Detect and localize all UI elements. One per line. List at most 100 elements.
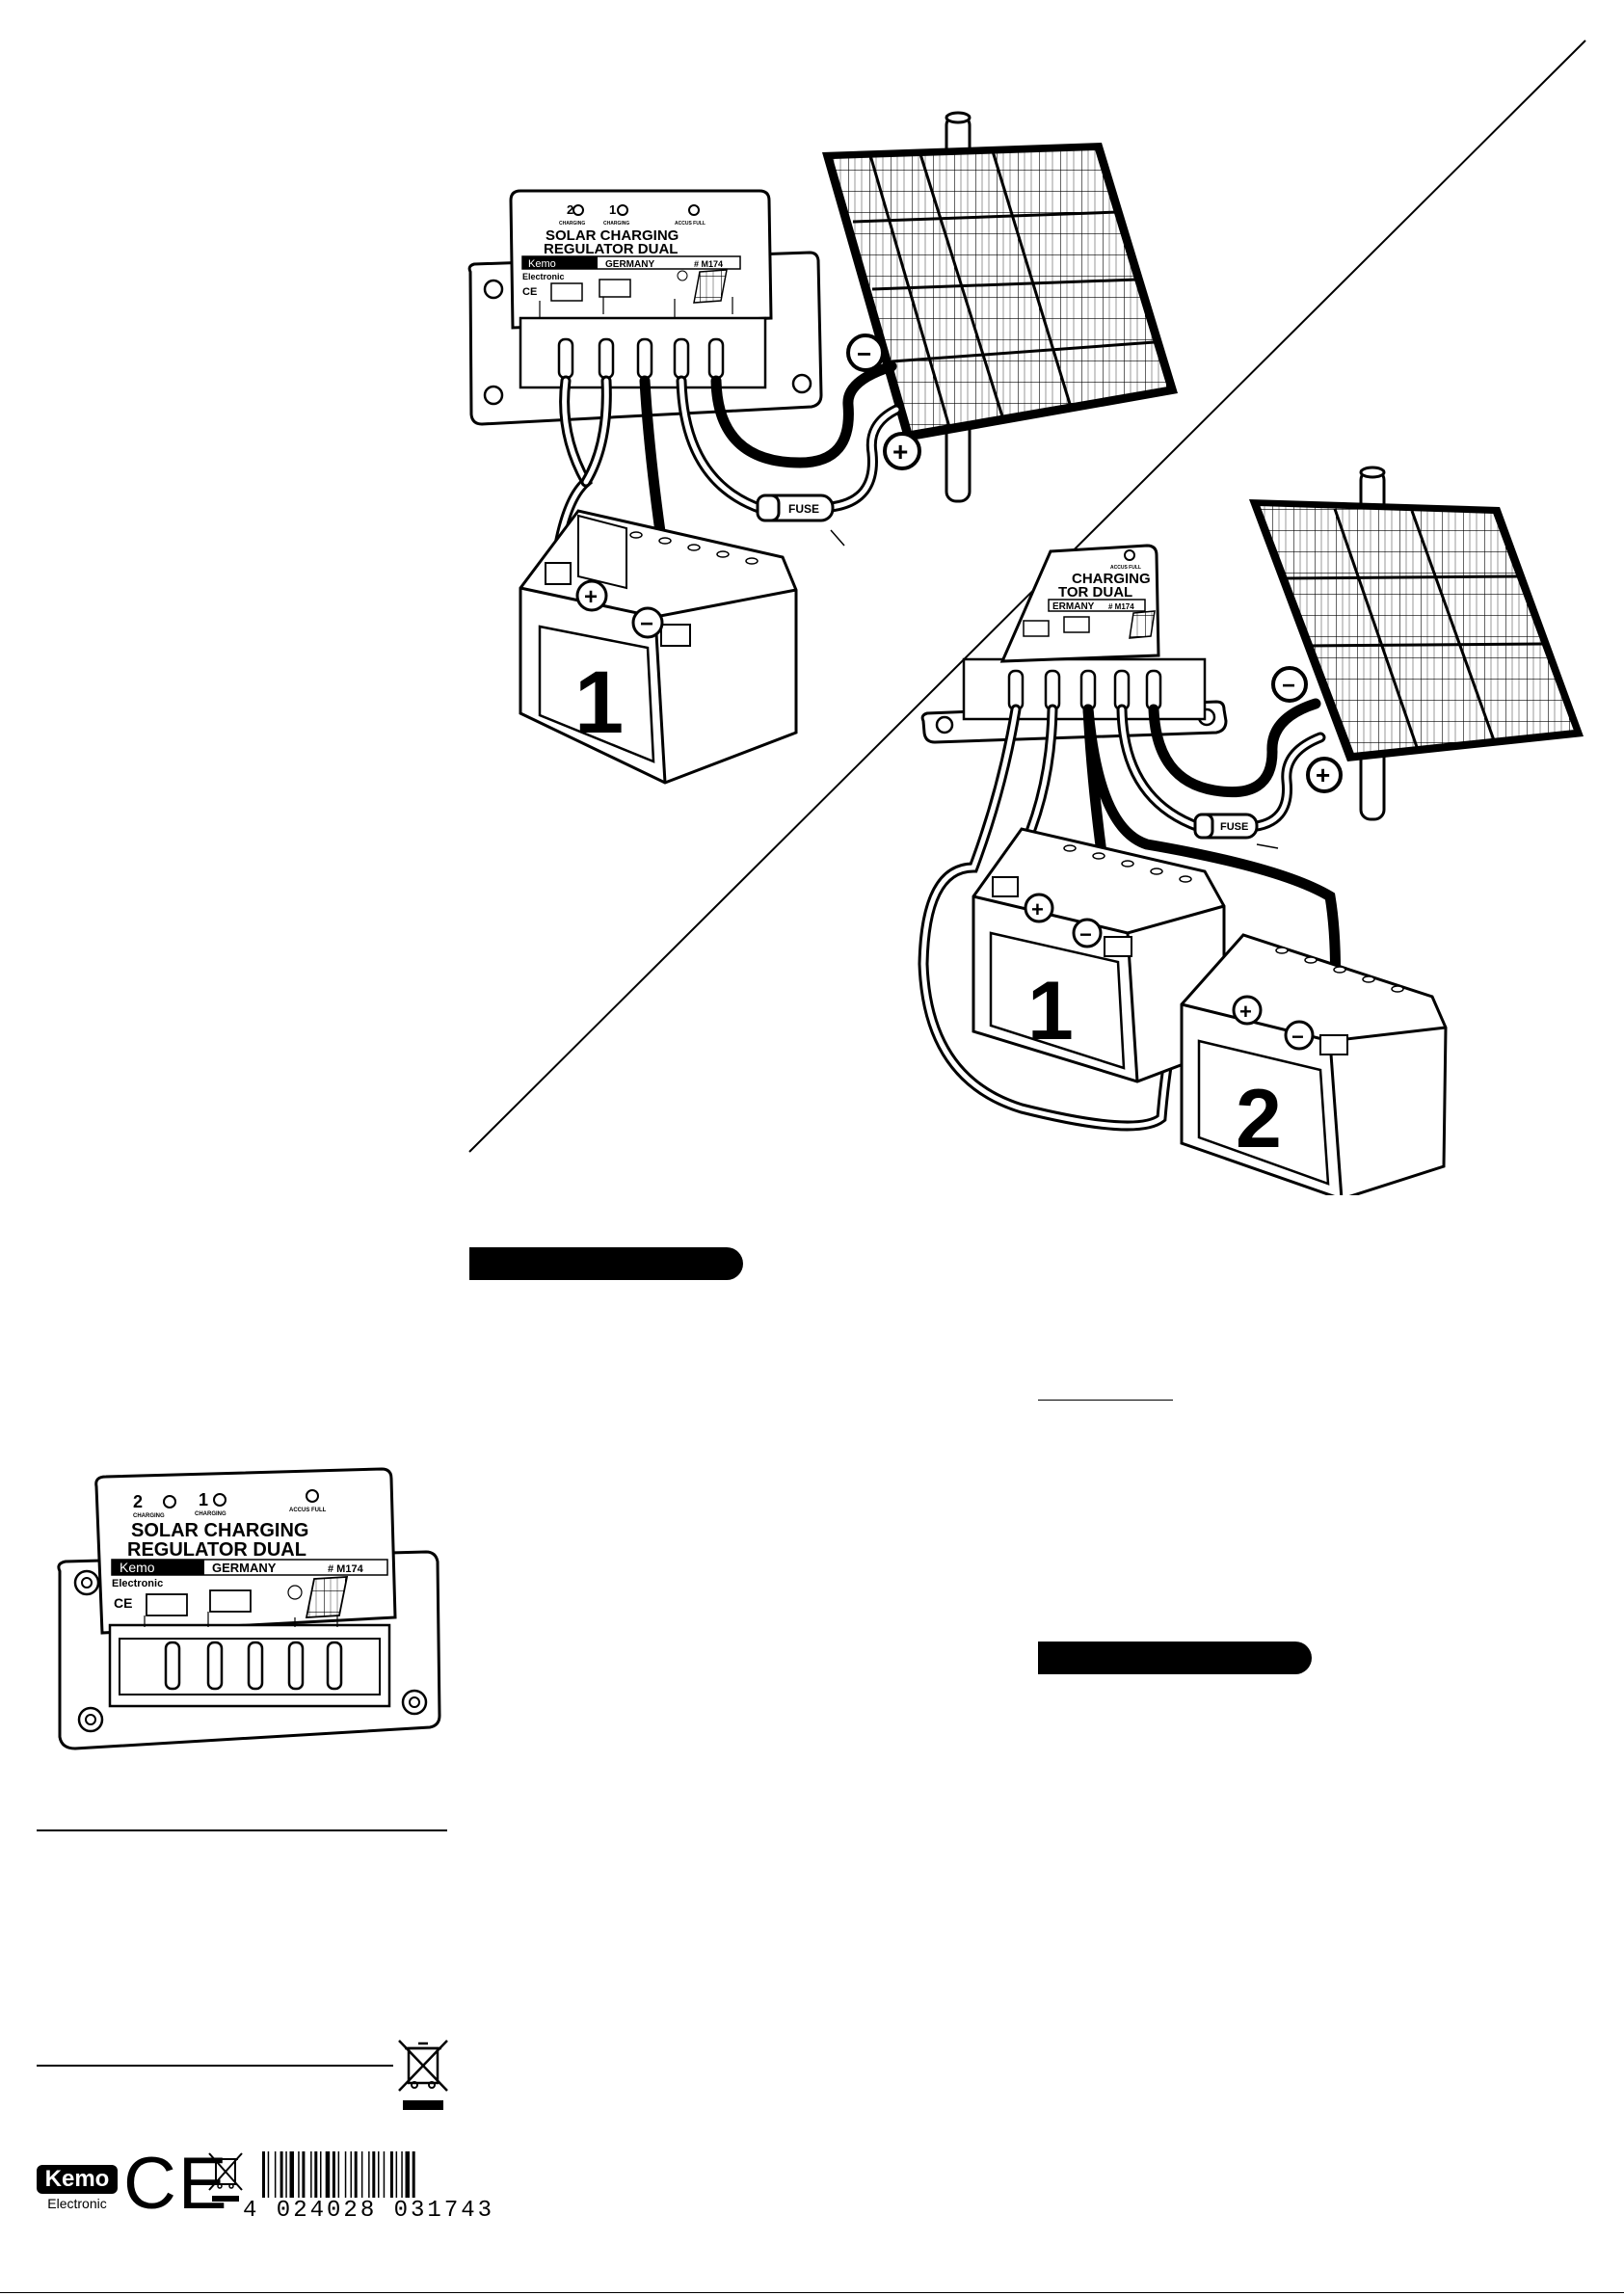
module-title-line1: SOLAR CHARGING bbox=[546, 227, 679, 244]
barcode-bar bbox=[389, 2151, 393, 2198]
barcode-bar bbox=[332, 2151, 335, 2198]
battery-1-minus-sign: − bbox=[1079, 922, 1092, 947]
battery-1-upper: + − 1 bbox=[519, 509, 798, 785]
panel-polarity-lower: − + bbox=[1271, 666, 1343, 793]
barcode-bar bbox=[285, 2151, 287, 2198]
battery-icon bbox=[550, 279, 631, 302]
battery-1-number: 1 bbox=[1027, 965, 1074, 1057]
barcode-bar bbox=[262, 2151, 265, 2198]
battery-2-plus-sign: + bbox=[1239, 1000, 1252, 1024]
battery-2-minus-sign: − bbox=[1291, 1025, 1304, 1049]
product-led-2-number: 2 bbox=[133, 1492, 143, 1511]
product-brand: Kemo bbox=[120, 1560, 155, 1575]
battery-number: 1 bbox=[574, 654, 624, 752]
barcode-bar bbox=[412, 2151, 415, 2198]
divider-line-1 bbox=[37, 1829, 447, 1831]
barcode-bar bbox=[383, 2151, 386, 2198]
battery-1-lower: + − 1 bbox=[972, 827, 1226, 1083]
barcode-bar bbox=[372, 2151, 376, 2198]
charge-regulator-lower: ACCUS FULL CHARGING TOR DUAL ERMANY # M1… bbox=[920, 544, 1228, 744]
heading-bar-left bbox=[469, 1247, 743, 1280]
module-brand: Kemo bbox=[528, 258, 556, 270]
battery-1-plus-sign: + bbox=[1031, 897, 1044, 921]
fuse-icon: FUSE bbox=[756, 494, 845, 547]
led-1-number: 1 bbox=[609, 202, 616, 217]
lower-fuse-label: FUSE bbox=[1220, 821, 1248, 833]
product-led-full-caption: ACCUS FULL bbox=[289, 1508, 327, 1513]
wiring-upper bbox=[549, 360, 902, 632]
page-bottom-edge bbox=[0, 2292, 1624, 2293]
lower-led-full-caption: ACCUS FULL bbox=[1110, 565, 1141, 571]
panel-minus-sign: − bbox=[857, 339, 871, 368]
product-title-line1: SOLAR CHARGING bbox=[131, 1520, 308, 1541]
product-led-2-caption: CHARGING bbox=[133, 1513, 165, 1519]
battery-plus-sign: + bbox=[584, 584, 598, 610]
solar-panel-lower bbox=[1249, 466, 1584, 821]
barcode-number: 4 024028 031743 bbox=[243, 2198, 495, 2224]
barcode-bar bbox=[350, 2151, 352, 2198]
solar-panel-upper bbox=[822, 111, 1178, 503]
module-origin: GERMANY bbox=[605, 259, 654, 270]
barcode-icon bbox=[262, 2151, 415, 2198]
barcode-bar bbox=[337, 2151, 340, 2198]
diagonal-divider bbox=[468, 40, 1586, 1153]
heading-bar-right bbox=[1038, 1642, 1312, 1674]
footer-brand-sub: Electronic bbox=[47, 2196, 107, 2211]
underline-right bbox=[1038, 1400, 1173, 1401]
led-full-caption: ACCUS FULL bbox=[675, 221, 706, 227]
barcode-bar bbox=[298, 2151, 300, 2198]
lower-panel-minus-sign: − bbox=[1282, 673, 1295, 699]
barcode-bar bbox=[289, 2151, 294, 2198]
barcode-bar bbox=[274, 2151, 277, 2198]
led-1-caption: CHARGING bbox=[603, 221, 629, 227]
barcode-bar bbox=[378, 2151, 380, 2198]
product-origin: GERMANY bbox=[212, 1561, 277, 1575]
product-brand-sub: Electronic bbox=[112, 1578, 163, 1589]
battery-minus-sign: − bbox=[640, 611, 653, 637]
footer-brand: Kemo bbox=[37, 2165, 118, 2194]
lower-module-model: # M174 bbox=[1108, 602, 1134, 611]
panel-plus-sign: + bbox=[892, 437, 908, 467]
barcode-bar bbox=[354, 2151, 358, 2198]
weee-bin-icon-small bbox=[208, 2152, 243, 2202]
module-model: # M174 bbox=[694, 259, 723, 269]
lower-module-origin: ERMANY bbox=[1052, 601, 1095, 612]
led-2-caption: CHARGING bbox=[559, 221, 585, 227]
barcode-bar bbox=[320, 2151, 322, 2198]
lower-module-title-line1: CHARGING bbox=[1072, 571, 1151, 587]
barcode-bar bbox=[302, 2151, 306, 2198]
battery-2-number: 2 bbox=[1236, 1073, 1282, 1165]
panel-polarity-upper: − + bbox=[846, 334, 921, 470]
product-image: 2 CHARGING 1 CHARGING ACCUS FULL SOLAR C… bbox=[57, 1467, 441, 1750]
barcode-bar bbox=[405, 2151, 410, 2198]
product-title-line2: REGULATOR DUAL bbox=[127, 1539, 306, 1561]
product-led-1-number: 1 bbox=[199, 1490, 208, 1509]
led-2-number: 2 bbox=[567, 202, 573, 217]
barcode-bar bbox=[395, 2151, 398, 2198]
barcode-bar bbox=[310, 2151, 312, 2198]
barcode-bar bbox=[267, 2151, 270, 2198]
wiring-diagram: 2 CHARGING 1 CHARGING ACCUS FULL SOLAR C… bbox=[467, 40, 1586, 1195]
module-title-line2: REGULATOR DUAL bbox=[544, 241, 678, 257]
module-brand-sub: Electronic bbox=[522, 272, 565, 281]
product-ce-mark: CE bbox=[114, 1595, 132, 1611]
product-led-1-caption: CHARGING bbox=[195, 1511, 226, 1517]
solar-panel-icon bbox=[677, 269, 728, 304]
barcode-bar bbox=[325, 2151, 331, 2198]
barcode-bar bbox=[314, 2151, 318, 2198]
footer-ce-mark: CE bbox=[123, 2143, 229, 2225]
module-ce-mark: CE bbox=[522, 286, 537, 298]
barcode-bar bbox=[368, 2151, 370, 2198]
fuse-label: FUSE bbox=[788, 502, 819, 516]
barcode-bar bbox=[344, 2151, 347, 2198]
barcode-bar bbox=[280, 2151, 283, 2198]
weee-bin-icon bbox=[398, 2040, 448, 2110]
barcode-bar bbox=[360, 2151, 363, 2198]
lower-panel-plus-sign: + bbox=[1316, 761, 1330, 789]
footer-brand-logo: Kemo Electronic bbox=[37, 2165, 120, 2215]
ce-mark-icon: CE bbox=[123, 2146, 229, 2223]
divider-line-2 bbox=[37, 2065, 393, 2067]
fuse-icon-lower: FUSE bbox=[1193, 813, 1279, 849]
barcode-bar bbox=[401, 2151, 403, 2198]
product-model: # M174 bbox=[328, 1563, 364, 1575]
